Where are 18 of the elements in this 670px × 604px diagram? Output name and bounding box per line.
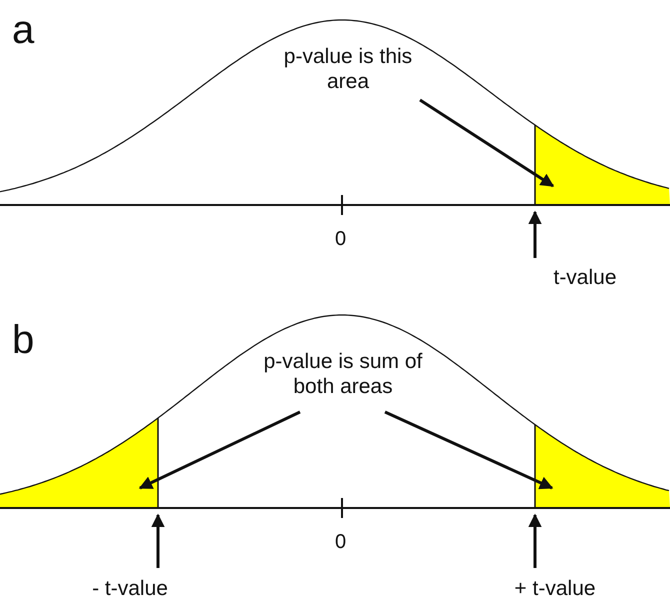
arrow (384, 410, 554, 490)
arrow (528, 210, 542, 258)
annotation-text: p-value is sum of both areas (250, 349, 436, 399)
axis-tick-label: 0 (335, 531, 346, 554)
axis-tick-label: 0 (335, 228, 346, 251)
arrow (528, 514, 542, 568)
shaded-tail-area (535, 125, 670, 205)
panel-letter: a (12, 8, 34, 53)
annotation-text: + t-value (500, 576, 610, 601)
annotation-text: t-value (545, 265, 625, 290)
annotation-text: - t-value (80, 576, 180, 601)
annotation-text: p-value is this area (268, 44, 428, 94)
arrow (419, 98, 554, 188)
arrow (138, 410, 301, 490)
panel-letter: b (12, 318, 34, 363)
shaded-tail-area (0, 418, 158, 508)
arrow (151, 514, 165, 568)
shaded-tail-area (535, 424, 670, 508)
